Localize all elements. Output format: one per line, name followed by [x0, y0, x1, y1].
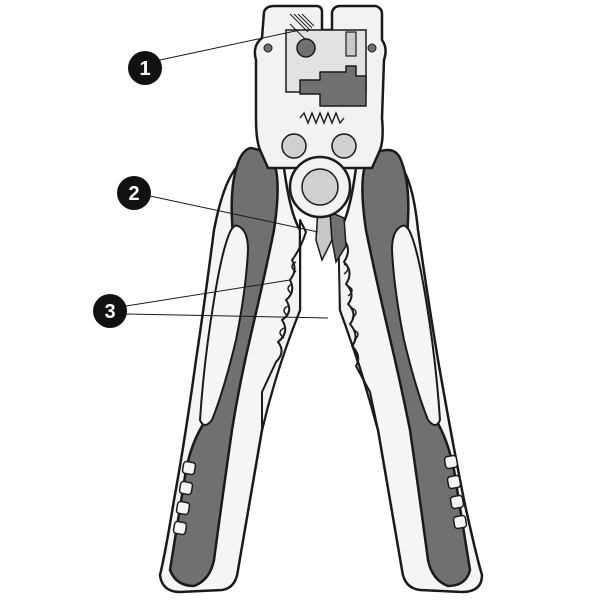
stripping-blade-block [299, 65, 367, 107]
head-rivet [263, 43, 273, 53]
callout-label-2: 2 [128, 183, 139, 205]
crimp-notch-left [279, 261, 297, 339]
right-grip-slot [446, 474, 462, 490]
right-handle [338, 116, 484, 594]
crimp-notch-right [343, 263, 359, 341]
gauge-lines [289, 13, 315, 41]
callout-circle [128, 51, 162, 85]
callout-marker-1: 1 [128, 51, 162, 85]
callout-label-1: 1 [139, 58, 150, 80]
leader-line-1 [159, 29, 301, 61]
return-spring [299, 111, 345, 125]
left-handle [158, 116, 302, 594]
main-pivot-inner [301, 168, 339, 206]
right-grip-slot [452, 514, 468, 530]
left-handle-inlay [199, 224, 249, 426]
left-jaw [261, 219, 307, 431]
callout-label-3: 3 [104, 301, 115, 323]
left-grip-slot [172, 520, 188, 536]
left-grip-slot [175, 500, 191, 516]
left-grip-slot [181, 460, 197, 476]
crimping-jaws [261, 219, 379, 431]
head-bolt-left [281, 133, 307, 159]
callout-marker-3: 3 [93, 294, 127, 328]
leader-line-3b [125, 313, 329, 319]
leader-lines [125, 29, 329, 319]
adjustment-screw [345, 31, 357, 57]
head-pivot [296, 38, 316, 58]
head-bolt-right [331, 133, 357, 159]
leader-line-2 [149, 195, 319, 233]
callout-circle [93, 294, 127, 328]
wire-cutter [315, 206, 347, 265]
right-grip-slot [443, 454, 459, 470]
callout-circle [117, 176, 151, 210]
head-rivet [367, 43, 377, 53]
left-grip-slot [178, 480, 194, 496]
cutter-blade-right [329, 210, 347, 265]
right-grip-slot [449, 494, 465, 510]
callout-marker-2: 2 [117, 176, 151, 210]
stripping-blade-head [253, 4, 387, 219]
right-handle-inlay [391, 224, 441, 426]
leader-line-3a [125, 279, 291, 307]
